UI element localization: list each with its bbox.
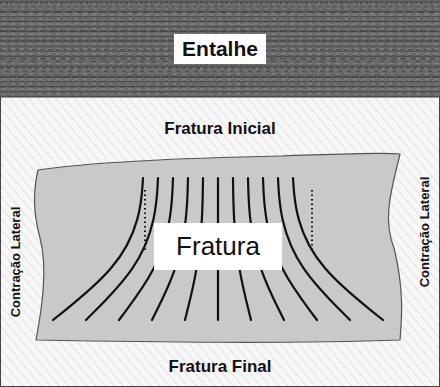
lateral-contraction-label: Contração Lateral [417, 177, 432, 288]
notch-label: Entalhe [174, 34, 266, 64]
specimen-outline [1, 97, 440, 387]
fracture-region: Fratura [32, 148, 404, 344]
region-label: Fratura [154, 223, 282, 270]
notch-band: Entalhe [0, 0, 440, 97]
fracture-surface [0, 97, 440, 387]
final-fracture-label: Fratura Final [169, 357, 272, 377]
lateral-contraction-label: Contração Lateral [8, 207, 23, 318]
initial-fracture-label: Fratura Inicial [164, 119, 275, 139]
